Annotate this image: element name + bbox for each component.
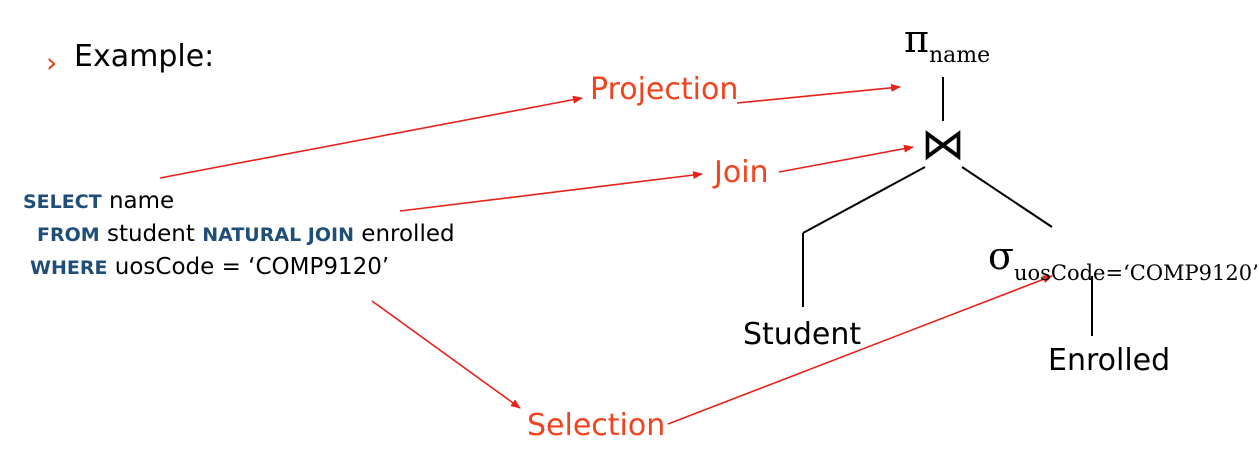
sql-line-from: FROM student NATURAL JOIN enrolled <box>37 221 455 247</box>
bullet-marker: › <box>46 46 58 79</box>
tree-edge-join-to-left <box>802 166 926 234</box>
sql-keyword-select: SELECT <box>23 191 102 213</box>
tree-edge-join-to-sigma <box>961 166 1053 228</box>
sql-keyword-where: WHERE <box>30 257 108 279</box>
enrolled-leaf: Enrolled <box>1048 343 1171 378</box>
arrow-selection-to-sigma <box>667 275 1053 425</box>
sql-text: uosCode = ‘COMP9120’ <box>107 254 390 280</box>
sql-line-select: SELECT name <box>23 188 174 214</box>
sigma-symbol: σ <box>988 234 1014 278</box>
arrow-from-to-join <box>399 171 703 212</box>
bowtie-symbol: ⋈ <box>921 119 965 170</box>
arrow-where-to-selection <box>371 300 521 409</box>
join-node: ⋈ <box>921 119 965 170</box>
sql-keyword-natural-join: NATURAL JOIN <box>202 224 354 246</box>
pi-symbol: π <box>904 17 929 61</box>
join-label: Join <box>714 155 769 190</box>
selection-label: Selection <box>527 408 666 443</box>
sql-text: student <box>99 221 203 247</box>
sql-text: enrolled <box>354 221 455 247</box>
projection-node: πname <box>904 17 990 68</box>
example-label: Example: <box>74 39 215 74</box>
student-leaf: Student <box>743 317 862 352</box>
arrow-projection-to-pi <box>736 83 901 104</box>
arrow-select-to-projection <box>159 95 583 179</box>
projection-label: Projection <box>590 72 739 107</box>
sql-text: name <box>101 188 175 214</box>
arrow-join-to-join-symbol <box>778 144 914 173</box>
projection-subscript: name <box>928 43 991 68</box>
selection-subscript: uosCode=‘COMP9120’ <box>1013 261 1259 285</box>
relational-algebra-diagram <box>159 77 1093 425</box>
selection-node: σuosCode=‘COMP9120’ <box>988 234 1259 285</box>
sql-line-where: WHERE uosCode = ‘COMP9120’ <box>30 254 389 280</box>
sql-keyword-from: FROM <box>37 224 100 246</box>
